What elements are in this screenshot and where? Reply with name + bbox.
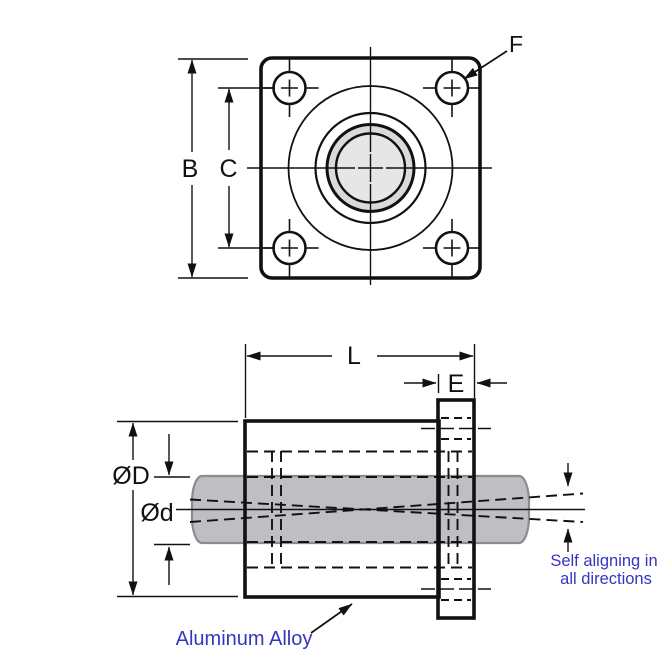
dim-label-B: B: [182, 155, 199, 183]
self-aligning-note: Self aligning in all directions: [550, 463, 658, 588]
dimension-E: E: [404, 370, 507, 398]
side-view: L E ØD Ød Self aligni: [112, 342, 657, 650]
self-aligning-text-line1: Self aligning in: [550, 552, 657, 570]
material-text: Aluminum Alloy: [176, 628, 313, 650]
mounting-hole-top-left: [260, 59, 319, 117]
dimension-C: C: [218, 87, 275, 249]
dim-label-E: E: [448, 370, 465, 398]
dimension-B: B: [178, 58, 248, 279]
dim-label-Od: Ød: [140, 499, 173, 527]
f-leader-arrow: [463, 50, 508, 80]
dim-label-L: L: [347, 342, 361, 370]
callout-F: F: [463, 31, 523, 80]
dim-label-OD: ØD: [112, 462, 150, 490]
dimension-OD: ØD: [112, 420, 238, 598]
dim-label-C: C: [219, 155, 237, 183]
tilt-line-down: [189, 498, 584, 523]
centerlines: [247, 47, 492, 285]
dim-label-F: F: [509, 31, 523, 57]
dimension-Od: Ød: [140, 434, 190, 585]
tilt-line-up: [189, 492, 584, 523]
mounting-holes: [260, 59, 481, 277]
material-note: Aluminum Alloy: [176, 603, 353, 650]
axis-lines: [176, 492, 585, 523]
self-aligning-text-line2: all directions: [560, 570, 652, 588]
material-leader-arrow: [310, 603, 353, 634]
dimension-L: L: [244, 342, 476, 418]
mounting-hole-bottom-right: [423, 219, 481, 277]
mounting-hole-top-right: [423, 59, 481, 117]
front-view: B C F: [178, 31, 523, 285]
